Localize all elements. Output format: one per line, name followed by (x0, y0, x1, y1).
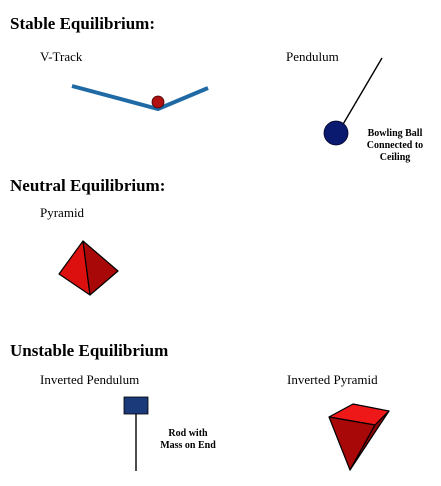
pendulum-note: Bowling Ball Connected to Ceiling (357, 128, 433, 164)
inverted-pyramid-right-face (349, 410, 390, 471)
pyramid-label: Pyramid (40, 205, 85, 220)
pendulum-string (341, 57, 383, 127)
unstable-equilibrium-heading: Unstable Equilibrium (10, 341, 169, 360)
pendulum-label: Pendulum (286, 49, 339, 64)
mass-block (123, 396, 149, 415)
pyramid (58, 240, 119, 296)
bowling-ball (323, 120, 349, 146)
inverted-pendulum-note-line-2: Mass on End (160, 440, 216, 451)
pyramid-right-face (82, 240, 119, 296)
neutral-equilibrium-heading: Neutral Equilibrium: (10, 176, 166, 195)
stable-equilibrium-heading: Stable Equilibrium: (10, 14, 156, 33)
v-track-label: V-Track (40, 49, 83, 64)
inverted-pendulum-label: Inverted Pendulum (40, 372, 140, 387)
pendulum-note-line-3: Ceiling (379, 152, 411, 163)
inverted-pyramid-label: Inverted Pyramid (287, 372, 378, 387)
small-ball (151, 95, 165, 109)
inverted-pendulum-note: Rod with Mass on End (150, 428, 226, 452)
pendulum-note-line-2: Connected to (366, 140, 424, 151)
inverted-pyramid (328, 403, 390, 471)
pendulum-note-line-1: Bowling Ball (367, 128, 423, 139)
inverted-pendulum-note-line-1: Rod with (168, 428, 208, 439)
v-track (71, 84, 209, 112)
